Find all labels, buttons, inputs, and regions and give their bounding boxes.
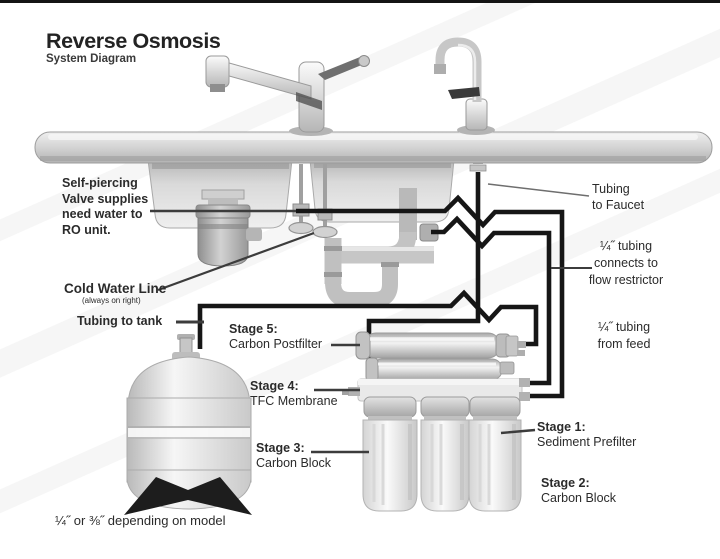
title-text: Reverse Osmosis [46,29,221,53]
label-stage-5: Stage 5: Carbon Postfilter [229,322,323,351]
main-faucet [205,55,370,136]
filter-right-port-upper [519,378,530,387]
tubing-feed-line [296,194,565,399]
subtitle-text: System Diagram [46,53,137,65]
faucet-handle [318,57,369,80]
label-stage-4: Stage 4: TFC Membrane [250,379,338,408]
garbage-disposal [195,189,262,267]
countertop [34,131,713,164]
filter-left-port [348,387,360,396]
page-title: Reverse Osmosis System Diagram [46,29,221,66]
tubing-tank-line [197,289,539,349]
pointer-lines [150,183,592,454]
label-tubing-to-faucet: Tubing to Faucet [592,182,645,212]
faucet-aerator [210,84,225,92]
label-stage-1: Stage 1: Sediment Prefilter [537,420,637,449]
postfilter-housing [365,357,515,382]
drain-pipes [324,188,439,308]
ro-faucet [434,37,495,135]
label-tubing-to-tank: Tubing to tank [77,314,163,328]
drain-plumbing [195,146,487,308]
label-bottom-note: ¼˝ or ⅜˝ depending on model [55,513,226,528]
filter-right-port-lower [519,392,530,401]
label-stage-3: Stage 3: Carbon Block [256,441,332,470]
tubing-to-faucet-pointer [487,183,590,197]
membrane-housing [355,331,526,360]
label-flow-restrictor: ¼˝ tubing connects to flow restrictor [588,239,664,287]
ro-faucet-handle [448,87,480,99]
tank-base [124,477,252,515]
top-border [0,0,720,3]
stage1-pointer [500,428,536,435]
cold-water-pointer [157,231,315,292]
label-stage-2: Stage 2: Carbon Block [541,476,617,505]
ro-faucet-gooseneck [435,37,482,102]
tank-valve [179,337,193,355]
storage-tank [124,334,252,515]
tubing-drain-line [431,215,552,386]
label-self-piercing: Self-piercing Valve supplies need water … [62,176,149,237]
ro-filter-unit [342,331,530,512]
label-cold-water: Cold Water Line (always on right) [64,281,167,305]
label-from-feed: ¼˝ tubing from feed [597,320,651,351]
